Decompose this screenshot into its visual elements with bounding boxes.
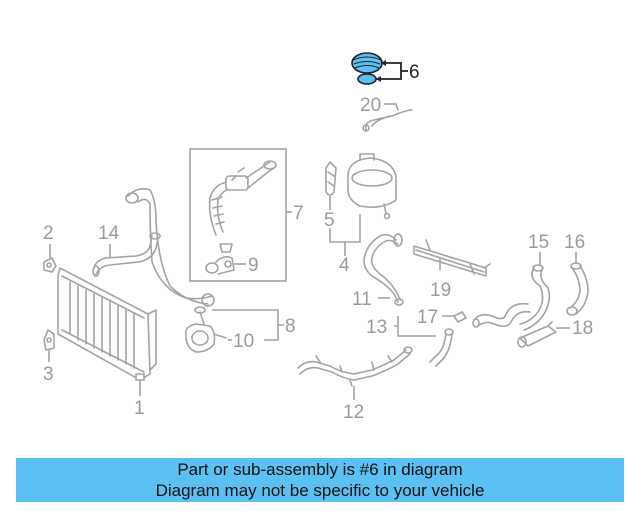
- part-2-bracket[interactable]: [43, 257, 57, 273]
- callout-6[interactable]: 6: [409, 62, 420, 83]
- group-7-box: [189, 148, 287, 282]
- callout-7[interactable]: 7: [293, 203, 304, 224]
- callout-12[interactable]: 12: [343, 402, 364, 423]
- part-9-connector[interactable]: [205, 255, 235, 275]
- part-17-clip[interactable]: [453, 311, 467, 323]
- part-18-connector[interactable]: [517, 321, 557, 348]
- part-11-hose[interactable]: [363, 233, 404, 306]
- banner-line-1: Part or sub-assembly is #6 in diagram: [177, 460, 463, 479]
- callout-1[interactable]: 1: [134, 398, 145, 419]
- callout-19[interactable]: 19: [430, 280, 451, 301]
- part-19-bracket[interactable]: [413, 239, 491, 277]
- part-16-hose[interactable]: [566, 262, 589, 316]
- callout-9[interactable]: 9: [248, 255, 259, 276]
- banner-line-2: Diagram may not be specific to your vehi…: [155, 481, 485, 500]
- callout-3[interactable]: 3: [43, 364, 54, 385]
- parts-diagram: 6 20 7 9 14: [43, 52, 593, 423]
- callout-4-5-leader: [329, 196, 361, 256]
- callout-13-leader: [394, 316, 436, 337]
- part-13-hose[interactable]: [429, 328, 454, 367]
- part-7-hose-assembly[interactable]: [208, 160, 277, 253]
- callout-8[interactable]: 8: [285, 316, 296, 337]
- callout-10[interactable]: 10: [233, 331, 254, 352]
- part-1-radiator[interactable]: [57, 267, 157, 381]
- callout-13[interactable]: 13: [366, 317, 387, 338]
- part-5-hose[interactable]: [325, 161, 337, 196]
- part-3-bracket[interactable]: [43, 329, 55, 351]
- callout-2[interactable]: 2: [43, 223, 54, 244]
- part-20-hose[interactable]: [362, 103, 413, 132]
- callout-6-leader: [376, 60, 408, 82]
- callout-18[interactable]: 18: [572, 318, 593, 339]
- part-heater-hose[interactable]: [472, 302, 531, 328]
- callout-15[interactable]: 15: [528, 232, 549, 253]
- callout-20[interactable]: 20: [360, 95, 381, 116]
- part-10-thermostat-housing[interactable]: [184, 306, 227, 353]
- callout-8-leader: [212, 309, 284, 341]
- part-upper-radiator-hose[interactable]: [125, 188, 215, 307]
- callout-16[interactable]: 16: [564, 232, 585, 253]
- callout-4[interactable]: 4: [339, 255, 350, 276]
- callout-5[interactable]: 5: [324, 210, 335, 231]
- info-banner: Part or sub-assembly is #6 in diagram Di…: [16, 458, 624, 502]
- part-15-hose[interactable]: [519, 264, 551, 331]
- part-14-pipe[interactable]: [92, 232, 161, 277]
- callout-14[interactable]: 14: [98, 223, 120, 244]
- part-12-pipe[interactable]: [297, 346, 413, 387]
- part-expansion-reservoir[interactable]: [347, 153, 397, 220]
- callout-17[interactable]: 17: [417, 307, 438, 328]
- callout-11[interactable]: 11: [352, 289, 372, 310]
